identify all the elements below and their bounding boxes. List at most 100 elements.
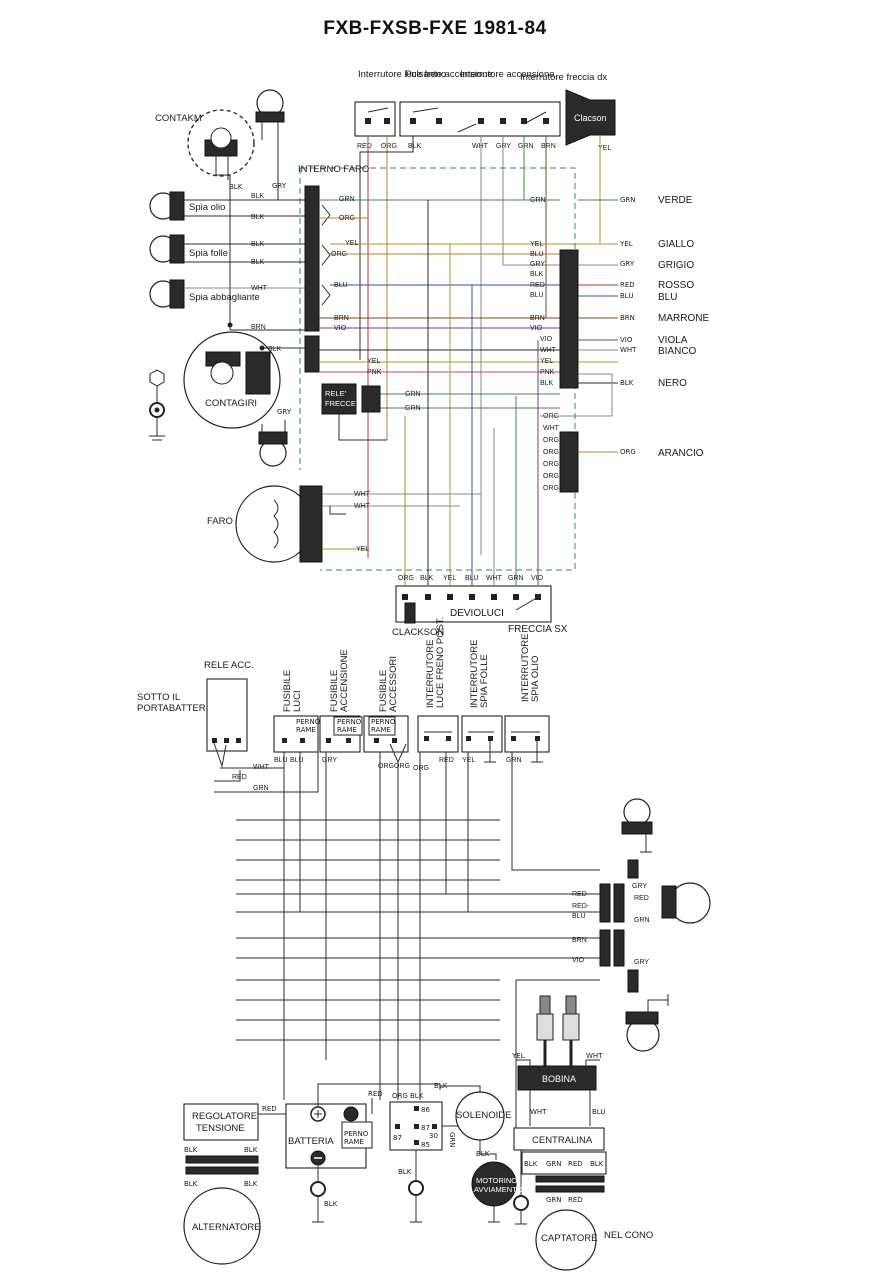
spia-abbagliante-label: Spia abbagliante [189,292,260,303]
code-grn-r: GRN [530,197,546,204]
spia-olio-lamp: Spia olio [149,191,225,221]
legend-marrone: MARRONE [658,313,709,324]
code-grn-cent: GRN [546,1160,562,1168]
contakm-label: CONTAKM [155,113,202,124]
bobina-label: BOBINA [542,1074,576,1084]
perno-label-a1: PERNO [296,718,321,726]
rele-frecce: RELE' FRECCE [321,383,387,441]
solenoide: SOLENOIDE GRN BLK MOTORINO AVVIAMENTO [440,1085,523,1223]
code-blu-f2: BLU [290,757,304,764]
code-blu-f1: BLU [274,757,288,764]
perno-label-b1: PERNO [337,718,362,726]
legend-code-org: ORG [620,448,636,456]
legend-rosso: ROSSO [658,280,694,291]
code-brn-top: BRN [541,143,556,150]
devioluci: DEVIOLUCI CLACKSON FRECCIA SX [392,585,568,638]
code-blk-relay3: BLK [398,1168,412,1176]
code-grn-f: GRN [506,757,522,764]
code-blu-r: BLU [530,251,544,258]
code-org-r6: ORG [543,485,559,492]
faro-label: FARO [207,516,233,527]
faro-headlight: FARO [207,485,323,563]
motorino-label-2: AVVIAMENTO [474,1185,523,1194]
code-blk-folle1: BLK [251,241,265,248]
code-org-f1: ORG [378,763,394,770]
int-freno-label-1: INTERRUTORE [425,640,436,708]
code-brn-r: BRN [530,315,545,322]
fusibile-accessori-label-1: FUSIBILE [378,670,389,712]
code-red-r: RED [530,282,545,289]
captatore-label: CAPTATORE [541,1233,597,1244]
clackson-label: CLACKSON [392,627,444,638]
code-pnk-r: PNK [540,369,555,376]
code-yel-r: YEL [530,241,543,248]
code-red-rear: RED [572,891,587,898]
code-yel-faro: YEL [356,546,369,553]
perno-label-bat1: PERNO [344,1130,369,1138]
code-wht-r2: WHT [543,425,560,432]
perno-label-c1: PERNO [371,718,396,726]
lower-switches [417,715,550,763]
legend-code-vio: VIO [620,336,633,344]
code-org-relay: ORG [392,1092,408,1100]
legend-code-grn: GRN [620,196,636,204]
code-blk-relay: BLK [410,1092,424,1100]
code-blk-reg2: BLK [244,1146,258,1154]
code-brn-rear: BRN [572,937,587,944]
fusibile-accessori-label-2: ACCESSORI [388,656,399,712]
regolatore-label-1: REGOLATORE [192,1111,257,1122]
legend-grigio: GRIGIO [658,260,694,271]
code-org-r5: ORG [543,473,559,480]
alternatore-label: ALTERNATORE [192,1222,261,1233]
relay-pin-86: 86 [421,1106,430,1114]
alternatore-icon [183,1187,261,1265]
right-turn-switch-label: Interrutore freccia dx [520,72,607,83]
int-olio-label-1: INTERRUTORE [520,634,531,702]
code-vio-r: VIO [530,325,543,332]
code-yel-horn: YEL [598,145,611,152]
code-grn-dev: GRN [508,575,524,582]
perno-label-c2: RAME [371,726,391,734]
rele-acc: RELE ACC. SOTTO IL PORTABATTERIA [137,660,254,768]
legend-giallo: GIALLO [658,239,694,250]
centralina: CENTRALINA BLK GRN RED BLK GRN RED CAPTA… [513,1127,653,1271]
code-blu-dev: BLU [465,575,479,582]
code-blk-reg1: BLK [184,1146,198,1154]
int-folle-label-2: SPIA FOLLE [479,654,490,708]
code-red-top: RED [357,143,372,150]
code-yel-coil: YEL [511,1052,525,1060]
legend-code-blk: BLK [620,379,634,387]
code-blk-top: BLK [408,143,422,150]
code-yel-int: YEL [345,240,358,247]
freccia-sx-label: FRECCIA SX [508,624,568,635]
code-wht-coil: WHT [586,1052,603,1060]
code-brn-left: BRN [251,324,266,331]
legend-verde: VERDE [658,195,693,206]
legend-code-wht: WHT [620,346,637,354]
legend-viola: VIOLA [658,335,688,346]
color-legend: GRN VERDE YEL GIALLO GRY GRIGIO RED ROSS… [619,195,709,459]
code-gry-rear2: GRY [634,959,649,966]
code-blu-coil: BLU [592,1108,605,1116]
sotto-label-1: SOTTO IL [137,692,180,703]
code-org-r3: ORG [543,449,559,456]
right-connector [559,249,579,493]
code-wht-faro1: WHT [354,491,371,498]
code-grn-rele: GRN [253,785,269,792]
code-blk-sol: BLK [476,1150,490,1158]
code-blk-cent1: BLK [524,1160,538,1168]
code-org-r4: ORG [543,461,559,468]
code-gry-contakm: GRY [272,182,287,190]
fusibile-luci-label-2: LUCI [292,690,303,712]
legend-blu: BLU [658,292,677,303]
handlebar-switches: Interrutore luce freno Pulsante accensio… [354,69,607,137]
motorino-label-1: MOTORINO [476,1176,517,1185]
code-blu-r2: BLU [530,292,544,299]
spia-folle-label: Spia folle [189,248,228,259]
ignition-switch-label: Interrutore accensione [460,69,555,80]
fusibile-acc-label-1: FUSIBILE [329,670,340,712]
centralina-label: CENTRALINA [532,1135,593,1146]
code-grn-sol: GRN [448,1132,456,1148]
code-blk-olio2: BLK [251,214,265,221]
